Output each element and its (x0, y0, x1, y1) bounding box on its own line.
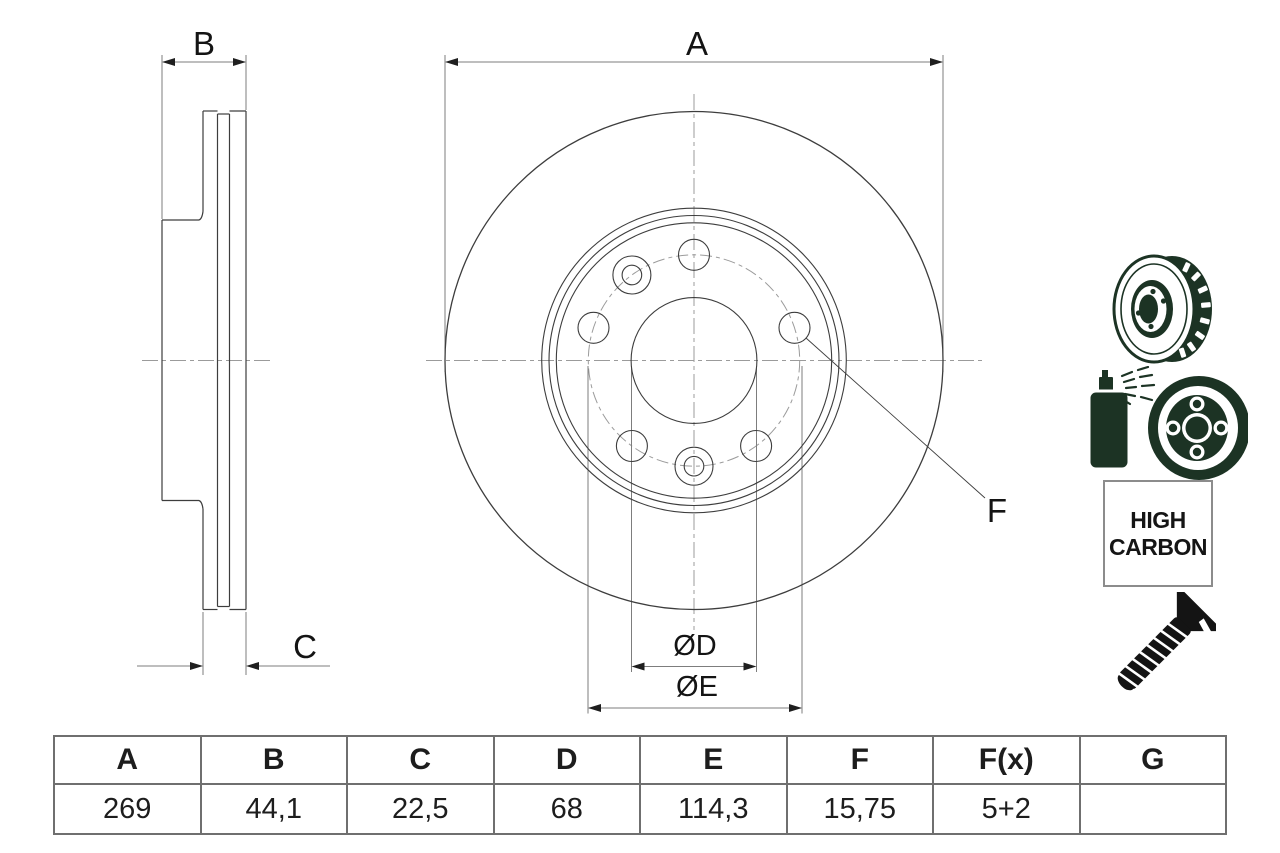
spec-value-a: 269 (53, 783, 202, 835)
spec-value-b: 44,1 (199, 783, 348, 835)
dimension-lines (137, 55, 944, 714)
coated-disc-spray-icon (1087, 366, 1248, 480)
dimension-label-a: A (685, 25, 709, 62)
spec-value-row: 269 44,1 22,5 68 114,3 15,75 5+2 (53, 783, 1227, 835)
spec-header-fx: F(x) (932, 735, 1081, 785)
dimension-label-c: C (293, 628, 317, 665)
dimension-label-diameter-e: ØE (676, 671, 718, 703)
spec-header-b: B (199, 735, 348, 785)
spec-value-g (1078, 783, 1227, 835)
spec-header-e: E (639, 735, 788, 785)
spec-header-f: F (785, 735, 934, 785)
spec-value-d: 68 (492, 783, 641, 835)
high-carbon-line2: CARBON (1109, 533, 1207, 560)
vented-disc-icon (1112, 254, 1212, 364)
spec-value-e: 114,3 (639, 783, 788, 835)
dimension-label-f: F (986, 492, 1008, 529)
spec-header-row: A B C D E F F(x) G (53, 735, 1227, 785)
spec-value-c: 22,5 (346, 783, 495, 835)
dimension-label-b: B (192, 25, 216, 62)
side-view (161, 110, 247, 611)
centerlines (142, 94, 985, 630)
dimension-label-diameter-d: ØD (673, 630, 717, 662)
dimension-arrowheads (162, 58, 943, 712)
high-carbon-line1: HIGH (1130, 506, 1186, 533)
screw-icon (1117, 592, 1216, 691)
spec-header-d: D (492, 735, 641, 785)
spec-header-g: G (1078, 735, 1227, 785)
spec-table: A B C D E F F(x) G 269 44,1 22,5 68 114,… (53, 735, 1227, 835)
spec-header-a: A (53, 735, 202, 785)
front-view (444, 110, 986, 611)
f-leader-line (805, 337, 986, 499)
spec-value-fx: 5+2 (932, 783, 1081, 835)
spec-value-f: 15,75 (785, 783, 934, 835)
high-carbon-badge: HIGH CARBON (1103, 480, 1213, 587)
spec-header-c: C (346, 735, 495, 785)
